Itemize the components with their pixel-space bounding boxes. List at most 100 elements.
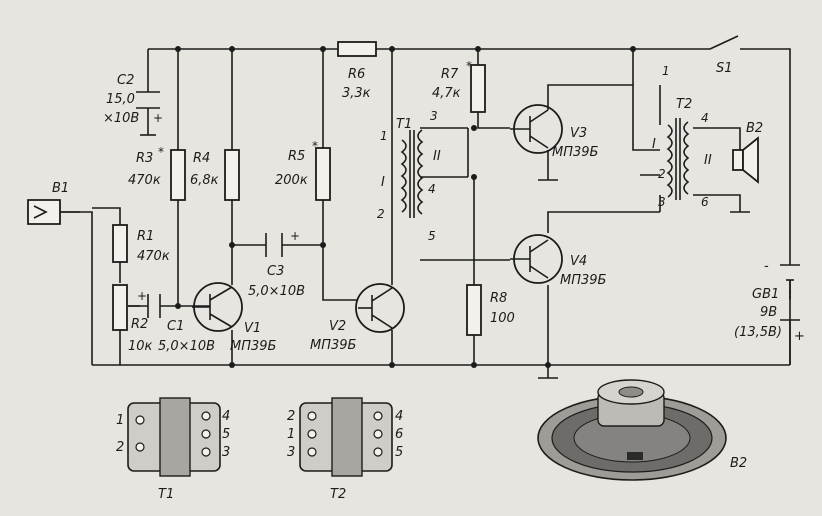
resistor-r1: R1 470к [112, 224, 170, 264]
label-t1: T1 [396, 117, 412, 132]
label-c3: C3 [267, 264, 284, 279]
t1-pinout-left-2: 2 [116, 440, 124, 455]
t1-pin-1: 1 [380, 129, 388, 143]
pinout-t2: 2 1 3 4 6 5 T2 [287, 397, 403, 502]
resistor-r5: R5 * 200к [275, 139, 331, 201]
value-r4: 6,8к [190, 173, 219, 188]
t2-pin-2: 2 [658, 167, 666, 181]
t2-pin-1: 1 [662, 64, 670, 78]
r3-mark: * [158, 145, 164, 159]
resistor-r7: R7 * 4,7к [432, 59, 486, 113]
label-b1: B1 [52, 181, 69, 196]
label-r6: R6 [348, 67, 365, 82]
t2-pin-3: 3 [658, 195, 666, 209]
transistor-v2: V2 МП39Б [310, 283, 405, 353]
t1-pinout-left-1: 1 [116, 413, 124, 428]
t2-pinout-right-3: 5 [395, 445, 403, 460]
label-b2: B2 [746, 121, 763, 136]
c1-plus: + [137, 289, 147, 303]
c3-plus: + [290, 229, 300, 243]
value-r3: 470к [128, 173, 161, 188]
value-c1: 5,0×10В [158, 339, 215, 354]
type-v3: МП39Б [552, 145, 599, 160]
t1-pin-2: 2 [377, 207, 385, 221]
label-r2: R2 [131, 317, 148, 332]
gb1-plus: + [794, 329, 805, 344]
label-gb1: GB1 [752, 287, 779, 302]
t2-pinout-left-3: 3 [287, 445, 295, 460]
r5-mark: * [312, 139, 318, 153]
capacitor-c1: + C1 5,0×10В [137, 289, 215, 354]
label-v2: V2 [329, 319, 346, 334]
t1-pin-3: 3 [430, 109, 438, 123]
speaker-illustration: B2 [537, 379, 747, 481]
wires [60, 48, 791, 378]
t1-pin-4: 4 [428, 182, 436, 196]
transistor-v4: V4 МП39Б [510, 234, 607, 288]
battery-gb1: - + GB1 9В (13,5В) [734, 259, 805, 344]
type-v4: МП39Б [560, 273, 607, 288]
label-v1: V1 [244, 321, 261, 336]
t1-pinout-right-3: 3 [222, 445, 230, 460]
t2-winding-i: I [652, 137, 656, 152]
t2-pin-4: 4 [701, 111, 709, 125]
microphone-b1: B1 [27, 181, 69, 225]
resistor-r4: R4 6,8к [190, 149, 240, 201]
r7-mark: * [466, 59, 472, 73]
type-v2: МП39Б [310, 338, 357, 353]
label-r4: R4 [193, 151, 210, 166]
label-r7: R7 [441, 67, 459, 82]
value-r8: 100 [490, 311, 515, 326]
label-r5: R5 [288, 149, 305, 164]
resistor-r6: R6 3,3к [337, 41, 377, 101]
speaker-b2: B2 [732, 121, 763, 184]
t1-winding-i: I [381, 175, 385, 190]
t2-pinout-label: T2 [330, 487, 346, 502]
label-v4: V4 [570, 254, 587, 269]
label-r1: R1 [137, 229, 154, 244]
capacitor-c3: + C3 5,0×10В [248, 229, 305, 299]
value-c3: 5,0×10В [248, 284, 305, 299]
t1-pinout-right-1: 4 [222, 409, 230, 424]
label-c1: C1 [167, 319, 184, 334]
value-c2-voltage: ×10В [103, 111, 139, 126]
value-r1: 470к [137, 249, 170, 264]
transformer-t2: T2 I II 1 2 3 4 6 [652, 64, 712, 209]
speaker-label: B2 [730, 456, 747, 471]
transistor-v1: V1 МП39Б [192, 282, 277, 354]
value-r2: 10к [128, 339, 153, 354]
ground-symbols [538, 179, 750, 379]
pinout-t1: 1 2 4 5 3 T1 [116, 397, 230, 502]
potentiometer-r2: R2 10к [112, 284, 153, 354]
type-v1: МП39Б [230, 339, 277, 354]
value-c2-capacitance: 15,0 [106, 92, 135, 107]
gb1-minus: - [764, 259, 769, 274]
t1-pinout-right-2: 5 [222, 427, 230, 442]
t2-pinout-left-1: 2 [287, 409, 295, 424]
label-t2: T2 [676, 97, 692, 112]
label-c2: C2 [117, 73, 134, 88]
c2-plus: + [153, 111, 163, 125]
capacitor-c2: + C2 15,0 ×10В [103, 73, 163, 136]
t1-winding-ii: II [433, 149, 441, 164]
value-gb1-alt: (13,5В) [734, 325, 782, 340]
resistor-r8: R8 100 [466, 284, 515, 336]
value-r5: 200к [275, 173, 308, 188]
value-r6: 3,3к [342, 86, 371, 101]
label-r8: R8 [490, 291, 507, 306]
value-r7: 4,7к [432, 86, 461, 101]
transformer-t1: T1 I II 1 2 3 4 5 [377, 109, 441, 243]
t2-pin-6: 6 [701, 195, 709, 209]
t1-pinout-label: T1 [158, 487, 174, 502]
t1-pin-5: 5 [428, 229, 436, 243]
transistor-v3: V3 МП39Б [510, 104, 599, 160]
t2-pinout-right-1: 4 [395, 409, 403, 424]
t2-pinout-left-2: 1 [287, 427, 295, 442]
switch-s1: S1 [709, 35, 739, 76]
junctions [175, 46, 636, 368]
label-r3: R3 [136, 151, 153, 166]
t2-winding-ii: II [704, 153, 712, 168]
t2-pinout-right-2: 6 [395, 427, 403, 442]
value-gb1: 9В [760, 305, 777, 320]
